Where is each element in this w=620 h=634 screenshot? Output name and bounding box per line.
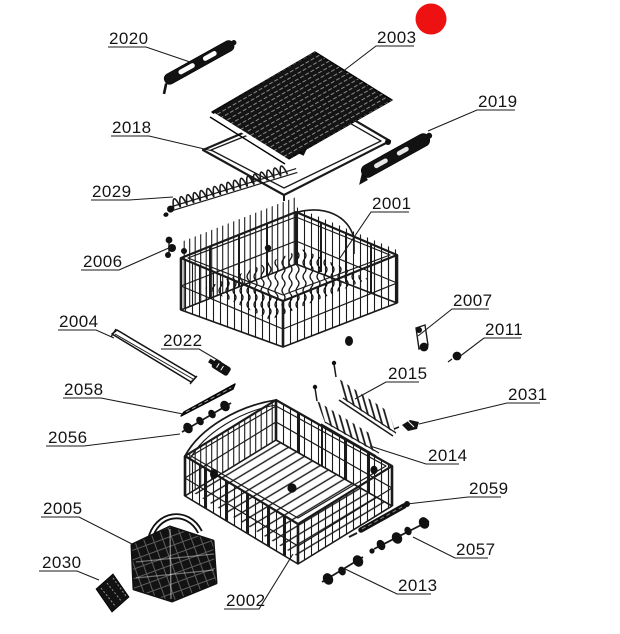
label-2015: 2015 — [354, 364, 427, 400]
part-number: 2007 — [453, 291, 492, 310]
part-2029-tine-wire — [163, 165, 298, 217]
label-2011: 2011 — [458, 320, 523, 358]
part-number: 2013 — [398, 576, 437, 595]
part-2019-rail-bracket — [359, 132, 433, 185]
part-2022-adjuster-clip — [208, 358, 231, 376]
label-2001: 2001 — [339, 194, 411, 259]
label-2030: 2030 — [39, 553, 100, 581]
label-2002: 2002 — [224, 553, 294, 610]
label-2006: 2006 — [81, 246, 172, 271]
part-2002-lower-rack — [183, 398, 394, 565]
part-2030-grid-plate — [95, 573, 130, 613]
label-2059: 2059 — [406, 479, 508, 505]
label-2007: 2007 — [417, 291, 492, 337]
label-2018: 2018 — [111, 118, 214, 152]
part-2056-wheel-kit — [181, 400, 232, 434]
red-marker — [415, 3, 447, 35]
label-2005: 2005 — [41, 499, 133, 545]
part-number: 2030 — [42, 553, 81, 572]
part-number: 2003 — [377, 28, 416, 47]
part-number: 2014 — [428, 446, 467, 465]
part-number: 2057 — [456, 540, 495, 559]
part-labels: 2020 2003 2018 2019 2029 2001 2006 2007 — [39, 28, 547, 610]
part-number: 2001 — [372, 194, 411, 213]
label-2031: 2031 — [418, 385, 547, 425]
label-2022: 2022 — [161, 331, 222, 363]
part-2031-clip — [393, 420, 419, 431]
part-number: 2059 — [469, 479, 508, 498]
label-2019: 2019 — [427, 92, 517, 132]
label-2057: 2057 — [412, 536, 495, 559]
part-number: 2018 — [112, 118, 151, 137]
label-2029: 2029 — [91, 182, 174, 201]
part-number: 2002 — [226, 591, 265, 610]
part-number: 2011 — [485, 320, 523, 339]
label-2004: 2004 — [58, 312, 115, 339]
part-number: 2005 — [43, 499, 82, 518]
part-2011-cap — [447, 351, 462, 363]
part-number: 2029 — [92, 182, 131, 201]
part-2004-slide-rail — [110, 328, 198, 385]
part-number: 2015 — [388, 364, 427, 383]
part-2007-mount-bracket — [415, 324, 429, 352]
part-number: 2058 — [64, 380, 103, 399]
part-number: 2031 — [508, 385, 547, 404]
label-2056: 2056 — [46, 428, 181, 447]
part-2013-roller-axle — [321, 555, 364, 585]
part-number: 2006 — [83, 252, 122, 271]
label-2020: 2020 — [108, 29, 191, 63]
part-2006-clip — [165, 236, 176, 258]
part-2059-lower-rail — [348, 501, 410, 538]
part-2005-cutlery-basket — [130, 513, 218, 603]
part-2058-roller-rail — [180, 383, 236, 417]
part-2020-bracket — [162, 40, 237, 95]
part-number: 2022 — [163, 331, 202, 350]
part-number: 2004 — [59, 312, 98, 331]
part-2057-roller-axle — [369, 517, 430, 554]
label-2014: 2014 — [369, 445, 467, 465]
part-number: 2019 — [478, 92, 517, 111]
label-2003: 2003 — [341, 28, 416, 73]
part-2003-top-rack — [209, 51, 393, 165]
part-number: 2056 — [48, 428, 87, 447]
part-2001-middle-rack — [179, 197, 399, 348]
part-2015-tine-row — [331, 360, 397, 437]
label-2058: 2058 — [63, 380, 184, 415]
part-number: 2020 — [109, 29, 148, 48]
label-2013: 2013 — [342, 567, 437, 595]
